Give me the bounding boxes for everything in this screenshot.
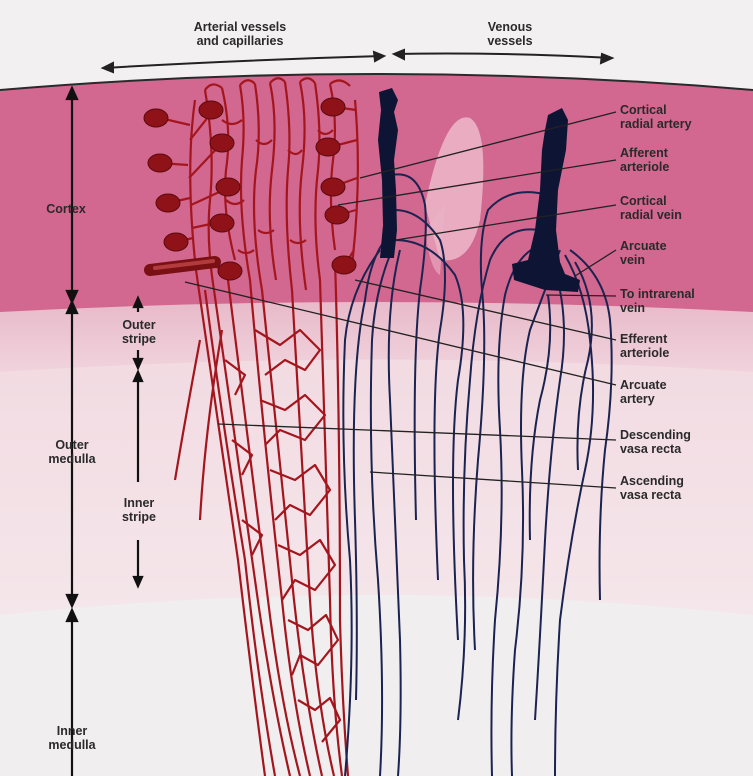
label-afferent-arteriole: Afferent arteriole [620, 146, 669, 174]
label-cortical-radial-vein: Cortical radial vein [620, 194, 682, 222]
outer-medulla-label: Outer medulla [40, 438, 104, 466]
inner-medulla-label: Inner medulla [40, 724, 104, 752]
label-ascending-vasa-recta: Ascending vasa recta [620, 474, 684, 502]
label-arcuate-vein: Arcuate vein [620, 239, 667, 267]
cortex-label: Cortex [36, 202, 96, 216]
venous-vessels-label: Venous vessels [460, 20, 560, 48]
label-to-intrarenal-vein: To intrarenal vein [620, 287, 695, 315]
label-efferent-arteriole: Efferent arteriole [620, 332, 669, 360]
outer-stripe-label: Outer stripe [108, 318, 170, 346]
label-descending-vasa-recta: Descending vasa recta [620, 428, 691, 456]
arterial-vessels-label: Arterial vessels and capillaries [150, 20, 330, 48]
label-arcuate-artery: Arcuate artery [620, 378, 667, 406]
label-cortical-radial-artery: Cortical radial artery [620, 103, 692, 131]
inner-stripe-label: Inner stripe [108, 496, 170, 524]
